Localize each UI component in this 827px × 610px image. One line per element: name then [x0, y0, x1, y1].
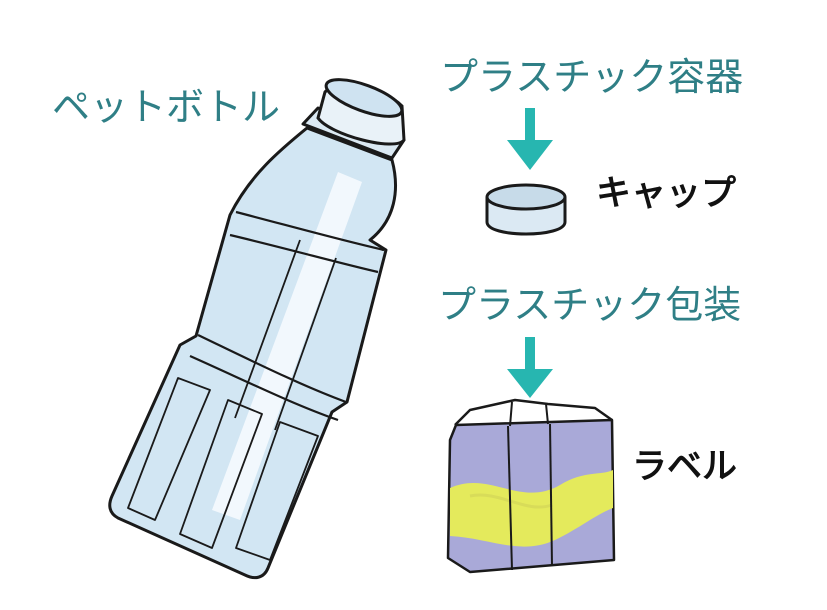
bottle-top-cap-icon — [316, 78, 406, 146]
down-arrow-icon — [507, 108, 553, 170]
pet-bottle-heading: ペットボトル — [52, 85, 281, 129]
cap-label: キャップ — [596, 174, 737, 214]
pet-bottle-icon — [108, 106, 406, 580]
plastic-container-heading: プラスチック容器 — [440, 55, 744, 99]
bottle-label-icon — [446, 398, 616, 574]
label-label: ラベル — [632, 447, 738, 487]
down-arrow-icon — [507, 337, 553, 398]
plastic-packaging-heading: プラスチック包装 — [438, 283, 742, 327]
bottle-cap-icon — [485, 183, 567, 236]
